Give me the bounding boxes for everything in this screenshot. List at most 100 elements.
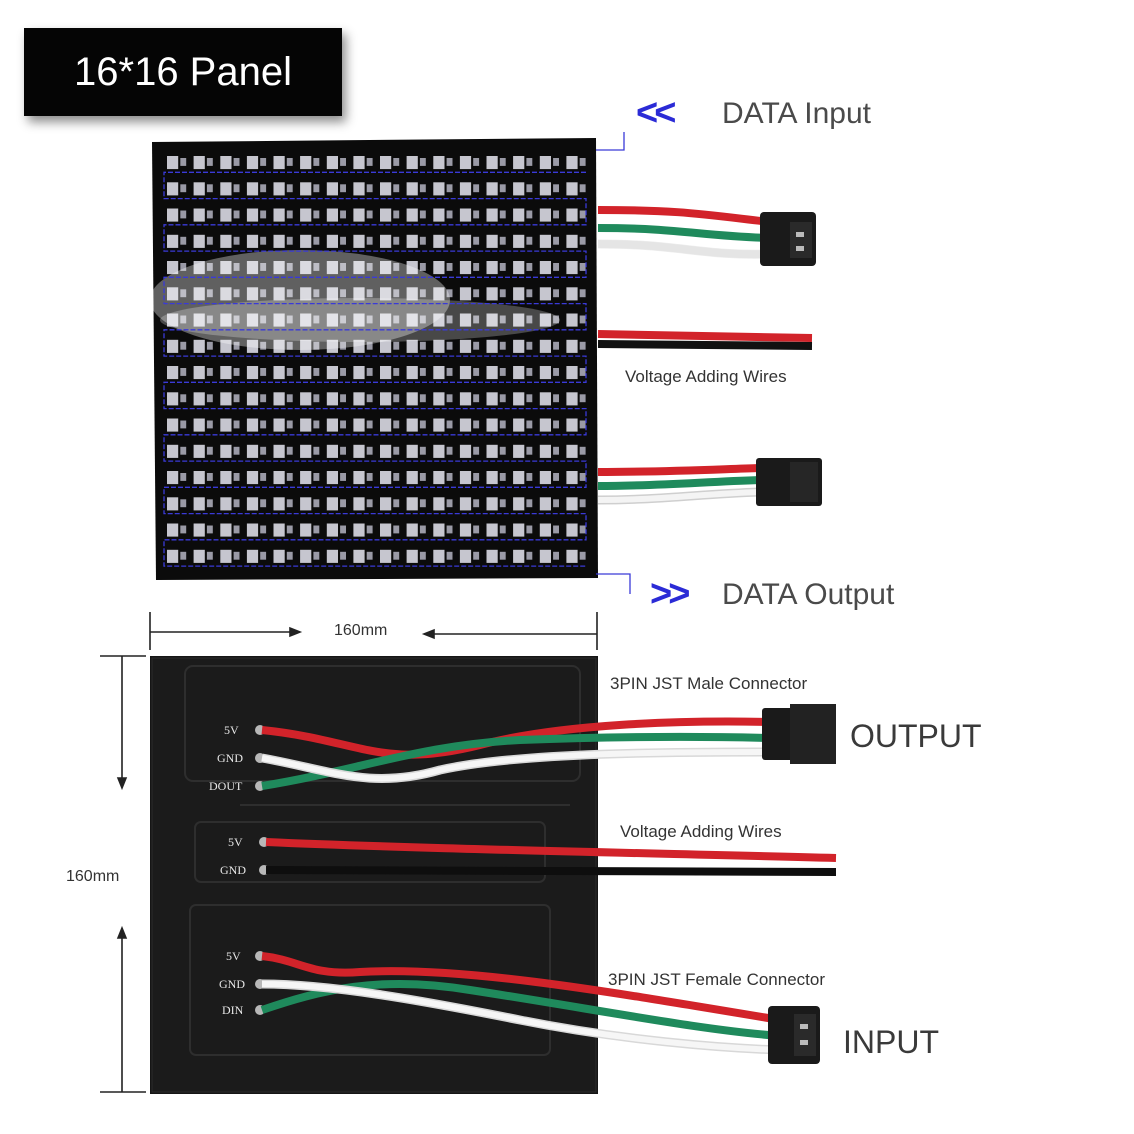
bottom-panel-back — [150, 656, 598, 1094]
led-capacitor — [393, 525, 400, 534]
led-capacitor — [313, 158, 320, 166]
led-capacitor — [313, 368, 320, 376]
led — [167, 313, 179, 327]
led-capacitor — [233, 158, 240, 166]
led-capacitor — [499, 446, 506, 455]
led-capacitor — [206, 446, 213, 455]
led-capacitor — [499, 499, 506, 508]
led-capacitor — [286, 499, 293, 508]
led-capacitor — [366, 184, 373, 193]
led-capacitor — [260, 368, 267, 376]
led — [513, 497, 525, 511]
led-capacitor — [526, 499, 533, 508]
led-capacitor — [446, 236, 453, 245]
led-capacitor — [393, 315, 400, 324]
led — [486, 208, 498, 222]
led-capacitor — [499, 420, 506, 429]
led — [539, 418, 551, 432]
male-connector-label: 3PIN JST Male Connector — [610, 674, 808, 693]
led-capacitor — [419, 551, 426, 560]
led — [273, 208, 285, 222]
led-capacitor — [553, 289, 559, 298]
led-capacitor — [340, 420, 346, 429]
led — [167, 261, 179, 275]
led — [220, 287, 232, 301]
led-capacitor — [553, 551, 559, 560]
led — [246, 261, 259, 275]
led-capacitor — [286, 394, 293, 403]
led — [380, 444, 392, 458]
led-capacitor — [526, 158, 533, 166]
led — [486, 261, 498, 275]
led — [433, 261, 445, 275]
led — [353, 549, 365, 563]
led-capacitor — [313, 210, 320, 219]
led-capacitor — [419, 473, 426, 481]
led — [406, 156, 418, 170]
led-capacitor — [579, 499, 586, 508]
led-capacitor — [393, 420, 400, 429]
led-capacitor — [446, 289, 453, 298]
led — [193, 182, 205, 196]
led — [513, 339, 525, 353]
led — [246, 339, 259, 353]
led-capacitor — [579, 394, 586, 403]
led-capacitor — [233, 236, 240, 245]
led — [193, 392, 205, 406]
led — [513, 156, 525, 170]
led-capacitor — [180, 341, 187, 350]
led — [380, 208, 392, 222]
output-label: OUTPUT — [850, 718, 982, 754]
led-capacitor — [393, 499, 400, 508]
height-label: 160mm — [66, 868, 120, 885]
led-capacitor — [473, 420, 480, 429]
led — [566, 549, 578, 563]
led — [273, 549, 285, 563]
led — [539, 497, 551, 511]
led — [167, 392, 179, 406]
led — [486, 523, 498, 537]
led-capacitor — [526, 341, 533, 350]
led — [300, 418, 312, 432]
led — [566, 523, 578, 537]
data-path — [163, 171, 587, 567]
led — [539, 523, 551, 537]
led-capacitor — [286, 263, 293, 271]
led-capacitor — [206, 341, 213, 350]
led — [220, 418, 232, 432]
led-capacitor — [313, 446, 320, 455]
led — [380, 287, 392, 301]
led-capacitor — [526, 289, 533, 298]
led-capacitor — [260, 525, 267, 534]
led — [246, 287, 259, 301]
led — [380, 156, 392, 170]
led — [246, 234, 259, 248]
led — [353, 156, 365, 170]
led — [273, 497, 285, 511]
led — [167, 182, 179, 196]
led-capacitor — [260, 315, 267, 324]
data-input-label-group: << — [636, 92, 676, 135]
led-capacitor — [526, 473, 533, 481]
led — [406, 287, 418, 301]
led-capacitor — [579, 473, 586, 481]
height-dimension — [100, 655, 146, 1093]
led — [406, 182, 418, 196]
led-capacitor — [340, 236, 346, 245]
led — [380, 261, 392, 275]
led — [486, 549, 498, 563]
led — [220, 523, 232, 537]
led-capacitor — [260, 446, 267, 455]
led-capacitor — [233, 184, 240, 193]
led — [459, 182, 472, 196]
led-capacitor — [180, 158, 187, 166]
led-capacitor — [473, 551, 480, 560]
led — [193, 471, 205, 485]
led-capacitor — [340, 263, 346, 271]
led — [326, 392, 338, 406]
led — [300, 261, 312, 275]
pin-label-5v-out: 5V — [224, 723, 239, 737]
led — [326, 418, 338, 432]
led-capacitor — [366, 473, 373, 481]
led — [513, 287, 525, 301]
